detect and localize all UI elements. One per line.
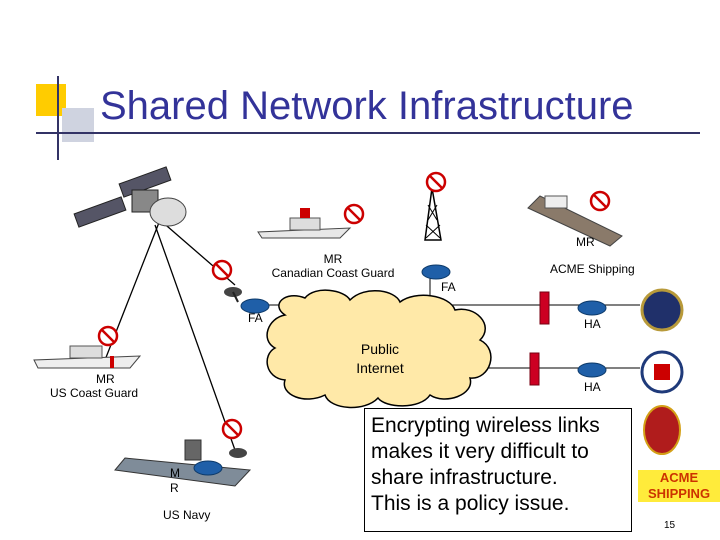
callout-line: Encrypting wireless links — [371, 414, 600, 437]
firewall-icon-top — [539, 291, 550, 325]
label-acme-shipping: ACME Shipping — [550, 262, 635, 276]
public-internet-cloud — [266, 289, 492, 409]
no-sign-icon-uscg — [97, 325, 119, 347]
label-public-internet-line1: Public — [360, 341, 400, 357]
no-sign-icon-tower — [425, 171, 447, 193]
callout-line: makes it very difficult to — [371, 440, 589, 463]
title-accent-square-yellow — [36, 84, 66, 116]
label-us-navy: US Navy — [163, 508, 211, 522]
navy-emblem-icon — [640, 288, 684, 332]
label-ha-bottom: HA — [584, 380, 601, 394]
callout-line: share infrastructure. — [371, 466, 558, 489]
no-sign-icon-navy — [221, 418, 243, 440]
router-icon-navy — [193, 460, 223, 476]
canadian-coast-guard-emblem-icon — [643, 405, 681, 455]
router-icon-ha-top — [577, 300, 607, 316]
label-ha-top: HA — [584, 317, 601, 331]
satellite-dish-icon-navy — [229, 448, 247, 458]
router-icon-fa-center — [421, 264, 451, 280]
label-public-internet-line2: Internet — [356, 360, 404, 376]
slide-title: Shared Network Infrastructure — [100, 84, 634, 128]
no-sign-icon-satellite-link — [211, 259, 233, 281]
label-canadian-coast-guard: Canadian Coast Guard — [271, 266, 395, 280]
label-mr-acme: MR — [576, 235, 595, 249]
acme-shipping-logo: ACME SHIPPING — [638, 470, 720, 502]
page-number: 15 — [664, 520, 676, 531]
title-accent-square-gray — [62, 108, 94, 142]
canadian-coast-guard-ship-icon — [257, 208, 352, 239]
label-us-coast-guard: US Coast Guard — [50, 386, 139, 400]
satellite-dish-icon-fa — [224, 287, 242, 303]
label-mr-navy-line2: R — [170, 481, 179, 495]
satellite-icon — [73, 166, 187, 228]
callout-line: This is a policy issue. — [371, 492, 570, 515]
router-icon-fa-left — [240, 298, 270, 314]
acme-ship-icon — [527, 195, 623, 247]
policy-callout-box: Encrypting wireless links makes it very … — [364, 408, 632, 532]
label-fa-left: FA — [248, 311, 263, 325]
acme-logo-line2: SHIPPING — [647, 486, 711, 501]
acme-logo-line1: ACME — [659, 470, 699, 485]
coast-guard-emblem-icon — [640, 350, 684, 394]
link-satellite-navy — [154, 224, 236, 451]
label-fa-center: FA — [441, 280, 456, 294]
label-mr-navy-line1: M — [170, 466, 180, 480]
us-navy-carrier-icon — [114, 439, 252, 487]
us-coast-guard-ship-icon — [33, 345, 142, 369]
no-sign-icon-ccg — [343, 203, 365, 225]
label-mr-ccg: MR — [323, 252, 343, 266]
firewall-icon-bottom — [529, 352, 540, 386]
radio-tower-icon — [424, 187, 442, 241]
router-icon-ha-bottom — [577, 362, 607, 378]
label-mr-uscg: MR — [96, 372, 115, 386]
no-sign-icon-acme — [589, 190, 611, 212]
